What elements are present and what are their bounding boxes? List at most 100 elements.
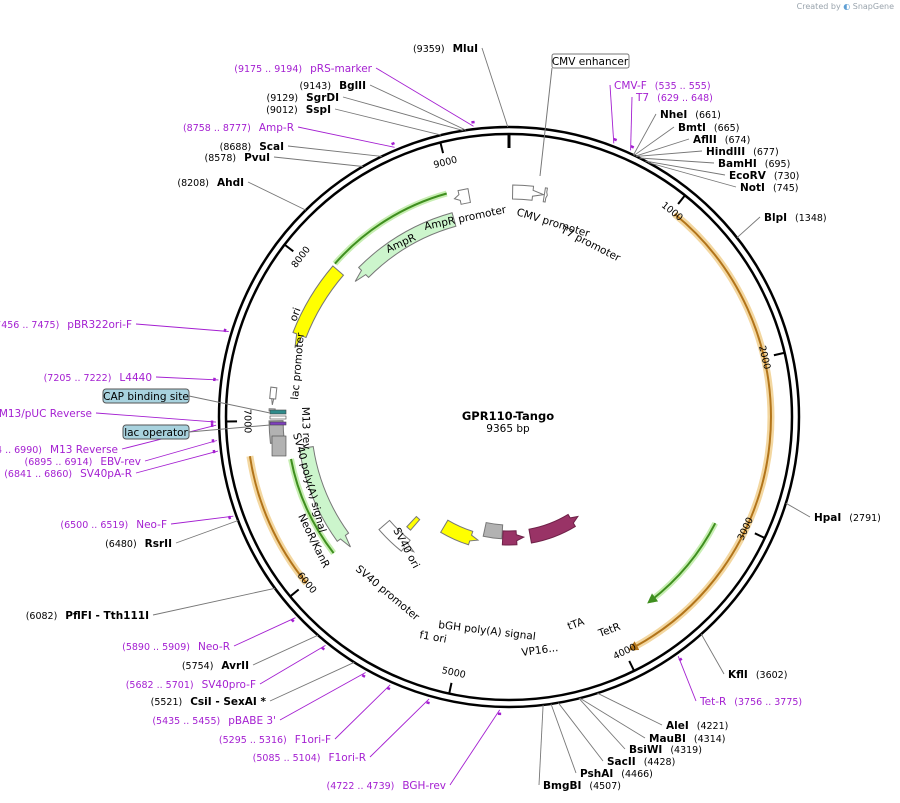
leader-line — [259, 645, 326, 685]
orf-cmv-to-4000 — [628, 213, 772, 651]
enzyme-maubi: MauBI(4314) — [579, 697, 726, 745]
leader-line — [269, 661, 355, 702]
leader-line — [334, 684, 391, 740]
enzyme-label: (6480)RsrII — [105, 538, 172, 550]
tick-label-4000: 4000 — [612, 642, 639, 663]
orf-neo — [248, 456, 308, 584]
primer-amp-r: (8758 .. 8777)Amp-R — [183, 122, 395, 148]
primer-mark — [290, 618, 295, 623]
enzyme-hindiii: HindIII(677) — [636, 146, 779, 158]
lac-operator-label: lac operator — [124, 427, 188, 439]
leader-line — [233, 617, 296, 647]
enzyme-bglii: (9143)BglII — [299, 80, 467, 131]
leader-line — [647, 162, 737, 188]
primer-label: (7205 .. 7222)L4440 — [44, 372, 152, 384]
primer-f1ori-r: (5085 .. 5104)F1ori-R — [253, 698, 430, 764]
feature-cmv-promoter — [512, 184, 546, 201]
tick-label-9000: 9000 — [432, 155, 458, 172]
primer-mark — [386, 686, 391, 691]
feature-tetr — [528, 513, 579, 544]
leader-line — [700, 633, 725, 675]
feature-f1-ori — [439, 519, 480, 546]
enzyme-sacii: SacII(4428) — [557, 702, 675, 768]
leader-line — [252, 634, 319, 666]
leader-line — [369, 698, 430, 758]
enzyme-label: (9143)BglII — [299, 80, 366, 92]
enzyme-label: EcoRV(730) — [729, 170, 799, 182]
label-f1-ori: f1 ori — [418, 629, 447, 646]
backbone-outer-ring — [217, 125, 801, 709]
leader-line — [630, 96, 633, 151]
feature-layer — [268, 184, 579, 553]
feature-neor-kanr — [298, 446, 351, 548]
feature-sv40-ori — [406, 515, 421, 531]
enzyme-label: PshAI(4466) — [580, 768, 653, 780]
primer-tet-r: Tet-R(3756 .. 3775) — [677, 656, 802, 708]
enzyme-label: HindIII(677) — [706, 146, 779, 158]
enzyme-label: (8208)AhdI — [177, 177, 244, 189]
label-layer: (9359)MluI (9143)BglII(9129)SgrDI(9012)Ss… — [0, 43, 881, 792]
plasmid-length: 9365 bp — [486, 423, 530, 435]
leader-line — [273, 156, 363, 167]
label-lac-promoter: lac promoter — [289, 332, 307, 401]
primer-sv40pro-f: (5682 .. 5701)SV40pro-F — [126, 645, 326, 691]
primer-label: (5890 .. 5909)Neo-R — [122, 641, 230, 653]
leader-line — [633, 113, 657, 156]
enzyme-alei: AleI(4221) — [597, 692, 728, 732]
enzyme-label: BmtI(665) — [678, 122, 739, 134]
label-m13-rev: M13 rev — [299, 407, 312, 450]
cap-binding-site-box: CAP binding site — [102, 388, 271, 414]
feature-bgh-poly-a-signal — [482, 521, 504, 540]
enzyme-label: (9012)SspI — [266, 104, 331, 116]
orf-amp — [334, 192, 447, 265]
leader-line — [736, 216, 761, 239]
enzyme-label: (6082)PflFI - Tth111I — [26, 610, 149, 622]
primer-label: (5682 .. 5701)SV40pro-F — [126, 679, 256, 691]
tick-label-3000: 3000 — [736, 516, 756, 543]
primer-label: (6500 .. 6519)Neo-F — [60, 519, 167, 531]
enzyme-blpi: BlpI(1348) — [736, 212, 827, 239]
enzyme-pvui: (8578)PvuI — [204, 152, 363, 167]
label-ampr-promoter: AmpR promoter — [423, 204, 508, 233]
enzyme-label: (9359)MluI — [413, 43, 478, 55]
enzyme-aflii: AflII(674) — [635, 134, 750, 157]
primer-label: (6987 .. 7009)M13/pUC Reverse — [0, 408, 92, 420]
primer-label: (5085 .. 5104)F1ori-R — [253, 752, 366, 764]
leader-line — [375, 67, 474, 127]
primer-label: (6895 .. 6914)EBV-rev — [25, 456, 142, 468]
enzyme-label: HpaI(2791) — [814, 512, 881, 524]
leader-line — [677, 656, 697, 702]
enzyme-sspi: (9012)SspI — [266, 104, 442, 136]
primer-mark — [630, 145, 635, 149]
credit-brand: SnapGene — [852, 2, 894, 11]
label-sv40-promoter: SV40 promoter — [353, 563, 422, 624]
leader-line — [135, 450, 219, 474]
primer-mark — [227, 515, 232, 520]
primer-label: (4722 .. 4739)BGH-rev — [327, 780, 446, 792]
leader-line — [538, 704, 544, 786]
primer-neo-f: (6500 .. 6519)Neo-F — [60, 515, 234, 531]
leader-line — [342, 96, 464, 132]
leader-line — [578, 698, 626, 750]
feature-lac-promoter — [269, 386, 278, 405]
enzyme-label: (9129)SgrDI — [267, 92, 339, 104]
leader-line — [334, 108, 442, 136]
primer-label: (9175 .. 9194)pRS-marker — [234, 63, 372, 75]
enzyme-label: (5754)AvrII — [182, 660, 249, 672]
primer-label: (5435 .. 5455)pBABE 3' — [152, 715, 276, 727]
primer-label: (6841 .. 6860)SV40pA-R — [4, 468, 132, 480]
leader-line — [481, 47, 509, 128]
leader-line — [247, 181, 306, 211]
enzyme-label: AleI(4221) — [666, 720, 728, 732]
label-tetr: TetR — [596, 621, 622, 640]
leader-line — [95, 412, 217, 423]
primer-mark — [223, 328, 227, 333]
enzyme-pshai: PshAI(4466) — [550, 703, 653, 780]
feature-sv40-promoter — [378, 519, 416, 553]
label-bgh-polya: bGH poly(A) signal — [438, 619, 537, 643]
leader-line — [639, 157, 715, 164]
enzyme-label: (5521)CsiI - SexAI * — [151, 696, 267, 708]
m13-rev-mark — [269, 415, 287, 420]
leader-line — [135, 323, 229, 332]
primer-label: Tet-R(3756 .. 3775) — [699, 696, 802, 708]
